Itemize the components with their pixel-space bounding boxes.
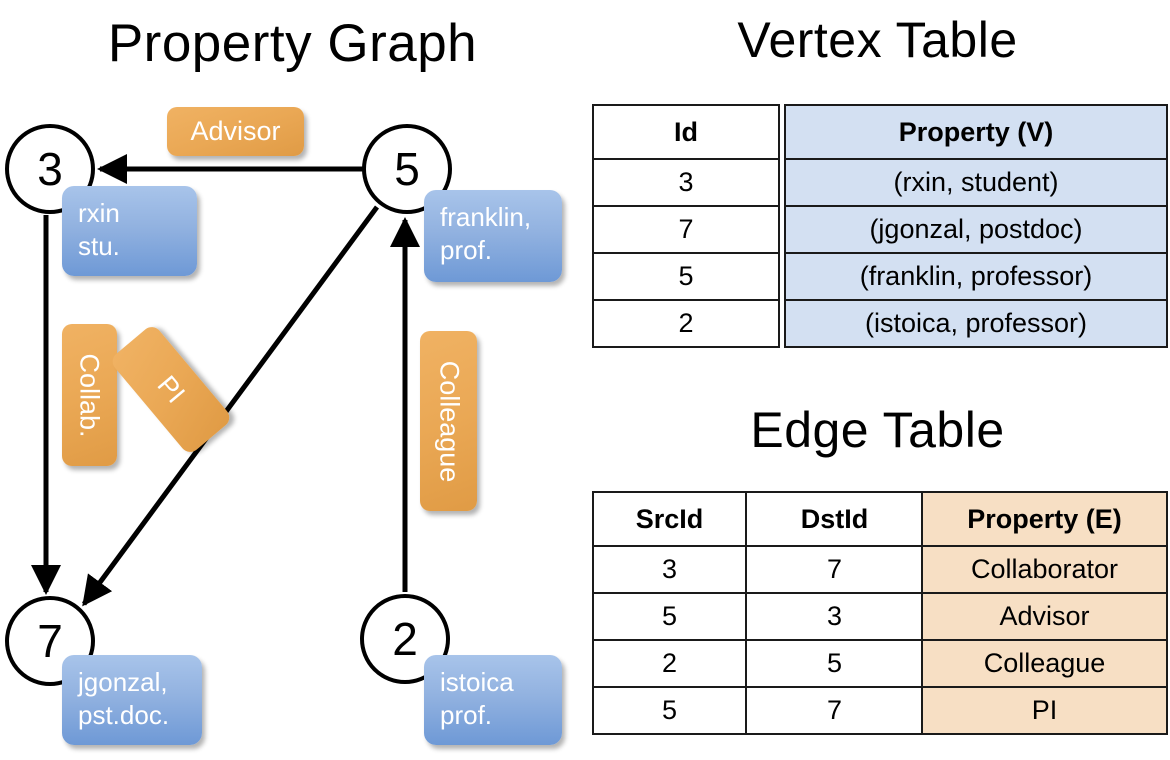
table-row: (rxin, student) — [784, 158, 1168, 207]
column-header-id: Id — [592, 104, 780, 160]
edge-label-box-colleague: Colleague — [420, 331, 477, 511]
cell-edge-property: Colleague — [921, 639, 1168, 688]
column-header-property-v: Property (V) — [784, 104, 1168, 160]
edge-label-box-advisor: Advisor — [167, 107, 304, 156]
column-header-dstid: DstId — [745, 491, 924, 547]
graph-node-2-label: 2 — [392, 613, 418, 665]
cell-edge-src: 5 — [592, 686, 747, 735]
table-row: (franklin, professor) — [784, 252, 1168, 301]
table-header-row: SrcId DstId — [592, 491, 924, 547]
cell-vertex-id: 5 — [592, 252, 780, 301]
edge-table-id-columns: SrcId DstId 3 7 5 3 2 5 5 7 — [592, 491, 924, 735]
page-title-vertex-table: Vertex Table — [737, 12, 1018, 68]
edge-label-text: Colleague — [434, 360, 464, 482]
cell-edge-property: Advisor — [921, 592, 1168, 641]
cell-vertex-property: (franklin, professor) — [784, 252, 1168, 301]
table-row: 5 7 — [592, 686, 924, 735]
edge-label-text: PI — [151, 369, 192, 409]
property-graph-panel: Property Graph 3 5 7 2 rxin stu. frankli… — [5, 14, 562, 745]
vertex-property-line: jgonzal, — [78, 667, 168, 697]
cell-vertex-id: 2 — [592, 299, 780, 348]
table-row: 3 7 — [592, 545, 924, 594]
cell-edge-dst: 7 — [745, 686, 924, 735]
table-row: 7 — [592, 205, 780, 254]
table-row: PI — [921, 686, 1168, 735]
vertex-property-line: pst.doc. — [78, 700, 170, 730]
cell-vertex-id: 3 — [592, 158, 780, 207]
cell-edge-property: PI — [921, 686, 1168, 735]
table-row: 2 5 — [592, 639, 924, 688]
vertex-property-box-jgonzal: jgonzal, pst.doc. — [62, 655, 202, 745]
cell-vertex-property: (jgonzal, postdoc) — [784, 205, 1168, 254]
edge-5-to-7 — [81, 205, 380, 607]
edge-table-property-column: Property (E) Collaborator Advisor Collea… — [921, 491, 1168, 735]
cell-edge-dst: 5 — [745, 639, 924, 688]
cell-vertex-id: 7 — [592, 205, 780, 254]
vertex-property-line: prof. — [440, 235, 493, 265]
page-title-edge-table: Edge Table — [750, 402, 1005, 458]
cell-edge-dst: 3 — [745, 592, 924, 641]
vertex-property-box-franklin: franklin, prof. — [424, 190, 562, 282]
table-row: (istoica, professor) — [784, 299, 1168, 348]
vertex-property-line: rxin — [78, 198, 120, 228]
vertex-property-box-istoica: istoica prof. — [424, 655, 562, 745]
table-row: 5 — [592, 252, 780, 301]
table-header-row: Property (E) — [921, 491, 1168, 547]
cell-vertex-property: (rxin, student) — [784, 158, 1168, 207]
table-header-row: Property (V) — [784, 104, 1168, 160]
vertex-property-box-rxin: rxin stu. — [62, 186, 197, 276]
edge-label-text: Collab. — [75, 352, 106, 438]
page-title-property-graph: Property Graph — [107, 14, 478, 73]
table-row: Colleague — [921, 639, 1168, 688]
cell-edge-src: 5 — [592, 592, 747, 641]
graph-node-3-label: 3 — [37, 143, 63, 195]
graph-node-5[interactable]: 5 — [362, 124, 452, 214]
graph-node-2[interactable]: 2 — [360, 594, 450, 684]
edge-label-box-collab: Collab. — [62, 324, 117, 466]
graph-edges-layer — [31, 154, 420, 607]
graph-node-7-label: 7 — [37, 615, 63, 667]
vertex-property-line: stu. — [78, 231, 120, 261]
column-header-property-e: Property (E) — [921, 491, 1168, 547]
column-header-srcid: SrcId — [592, 491, 747, 547]
cell-edge-property: Collaborator — [921, 545, 1168, 594]
vertex-property-line: istoica — [440, 667, 514, 697]
table-row: 2 — [592, 299, 780, 348]
table-header-row: Id — [592, 104, 780, 160]
cell-edge-src: 2 — [592, 639, 747, 688]
vertex-table-property-column: Property (V) (rxin, student) (jgonzal, p… — [784, 104, 1168, 348]
cell-edge-dst: 7 — [745, 545, 924, 594]
vertex-table-id-column: Id 3 7 5 2 — [592, 104, 780, 348]
table-row: 3 — [592, 158, 780, 207]
cell-edge-src: 3 — [592, 545, 747, 594]
edge-label-text: Advisor — [190, 116, 281, 146]
table-row: Advisor — [921, 592, 1168, 641]
vertex-property-line: prof. — [440, 700, 493, 730]
cell-vertex-property: (istoica, professor) — [784, 299, 1168, 348]
table-row: 5 3 — [592, 592, 924, 641]
table-row: Collaborator — [921, 545, 1168, 594]
graph-node-5-label: 5 — [394, 143, 420, 195]
vertex-property-line: franklin, — [440, 202, 532, 232]
table-row: (jgonzal, postdoc) — [784, 205, 1168, 254]
